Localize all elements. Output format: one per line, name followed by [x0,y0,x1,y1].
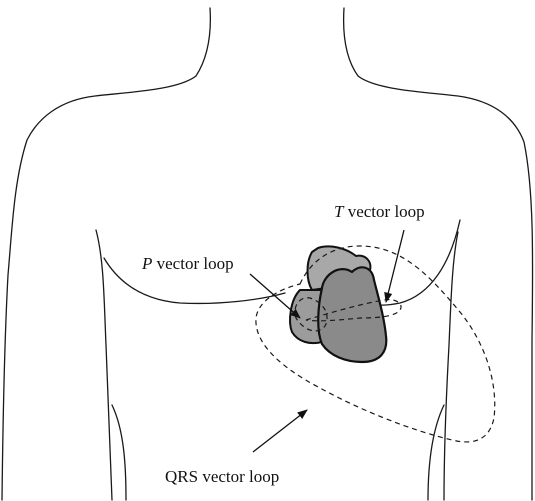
torso-right-outline [344,8,533,500]
p-vector-loop-label: P vector loop [142,254,234,274]
left-lower-line [112,405,126,500]
t-vector-loop-label: T vector loop [334,202,425,222]
heart [290,246,386,362]
right-lower-line [428,405,444,500]
p-label-rest: vector loop [152,254,233,273]
qrs-vector-loop-label: QRS vector loop [165,467,279,487]
heart-ventricles [318,267,386,362]
p-letter: P [142,254,152,273]
t-label-rest: vector loop [343,202,424,221]
left-arm-line [96,230,112,500]
qrs-loop-arrow [253,410,307,452]
right-chest-line [368,220,460,305]
right-arm-line [444,232,458,500]
t-loop-arrow [386,230,404,302]
qrs-label-text: QRS vector loop [165,467,279,486]
